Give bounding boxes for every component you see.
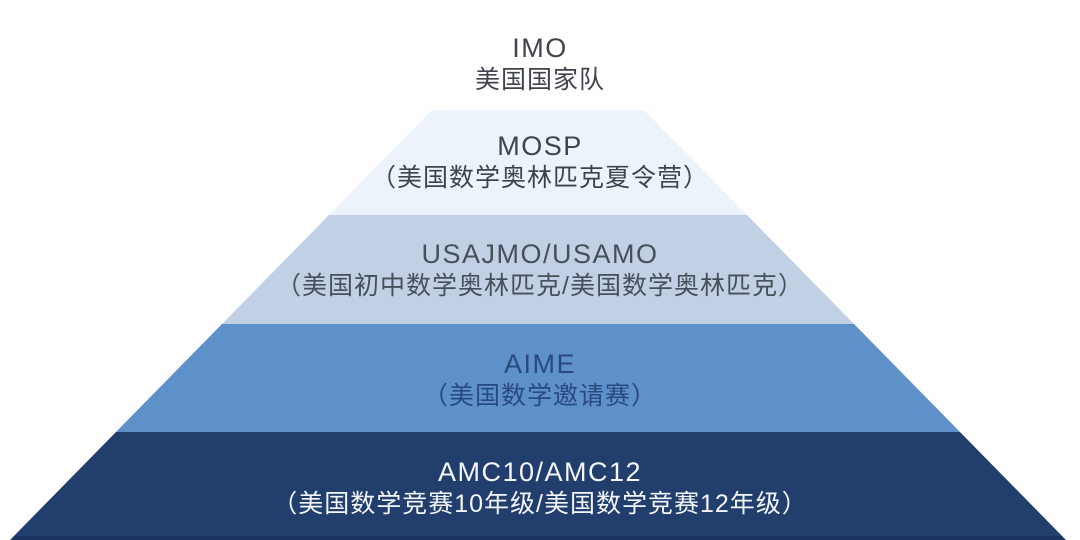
level-aime-shape [116, 324, 960, 432]
level-imo-shape [432, 2, 644, 110]
level-mosp-shape [329, 110, 747, 215]
level-amc-shape [10, 432, 1066, 540]
level-usajmo-usamo-shape [222, 215, 854, 324]
